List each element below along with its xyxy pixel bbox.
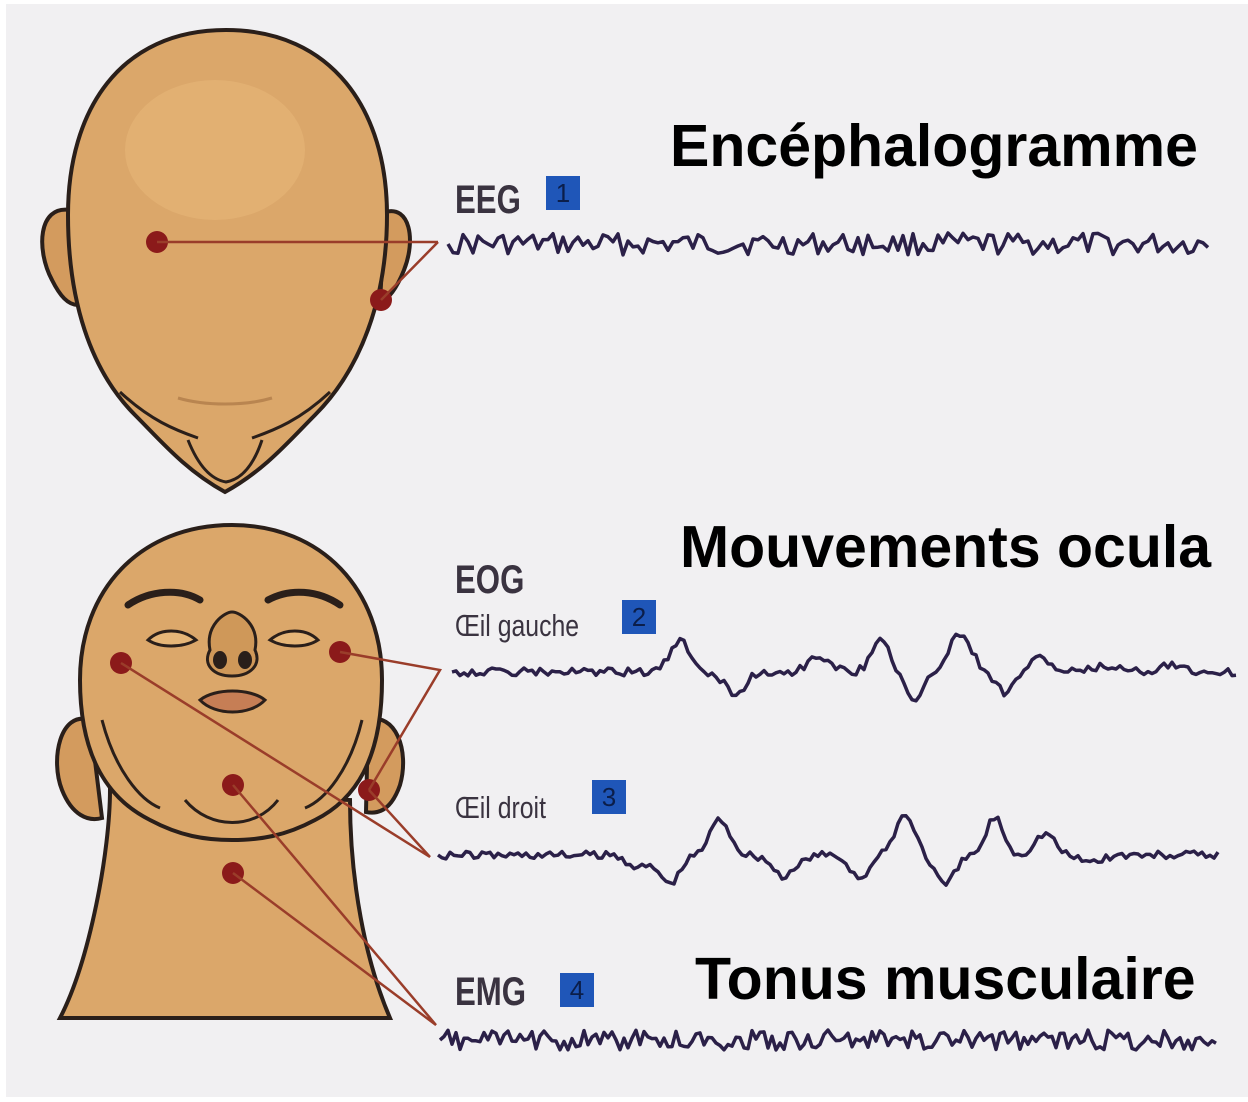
eog-left-badge: 2 [622,600,656,634]
head-face-up-view-icon [57,525,440,1025]
emg-trace [440,1030,1216,1050]
eeg-trace [448,233,1208,255]
eog-left-trace [452,634,1236,701]
eog-right-trace [438,816,1218,885]
eog-right-badge: 3 [592,780,626,814]
eeg-badge: 1 [546,176,580,210]
eog-right-eye-label: Œil droit [455,792,546,823]
mouth-icon [200,691,265,712]
eeg-code-label: EEG [455,180,521,220]
emg-caption: Tonus musculaire [695,950,1196,1009]
head-top-view-icon [42,30,438,492]
right-nostril [238,651,252,669]
eog-caption: Mouvements ocula [680,518,1211,577]
emg-badge: 4 [560,973,594,1007]
eeg-caption: Encéphalogramme [670,117,1198,176]
emg-code-label: EMG [455,972,526,1012]
head-highlight [125,80,305,220]
eog-left-eye-label: Œil gauche [455,610,579,641]
left-nostril [213,651,227,669]
eog-code-label: EOG [455,560,524,600]
